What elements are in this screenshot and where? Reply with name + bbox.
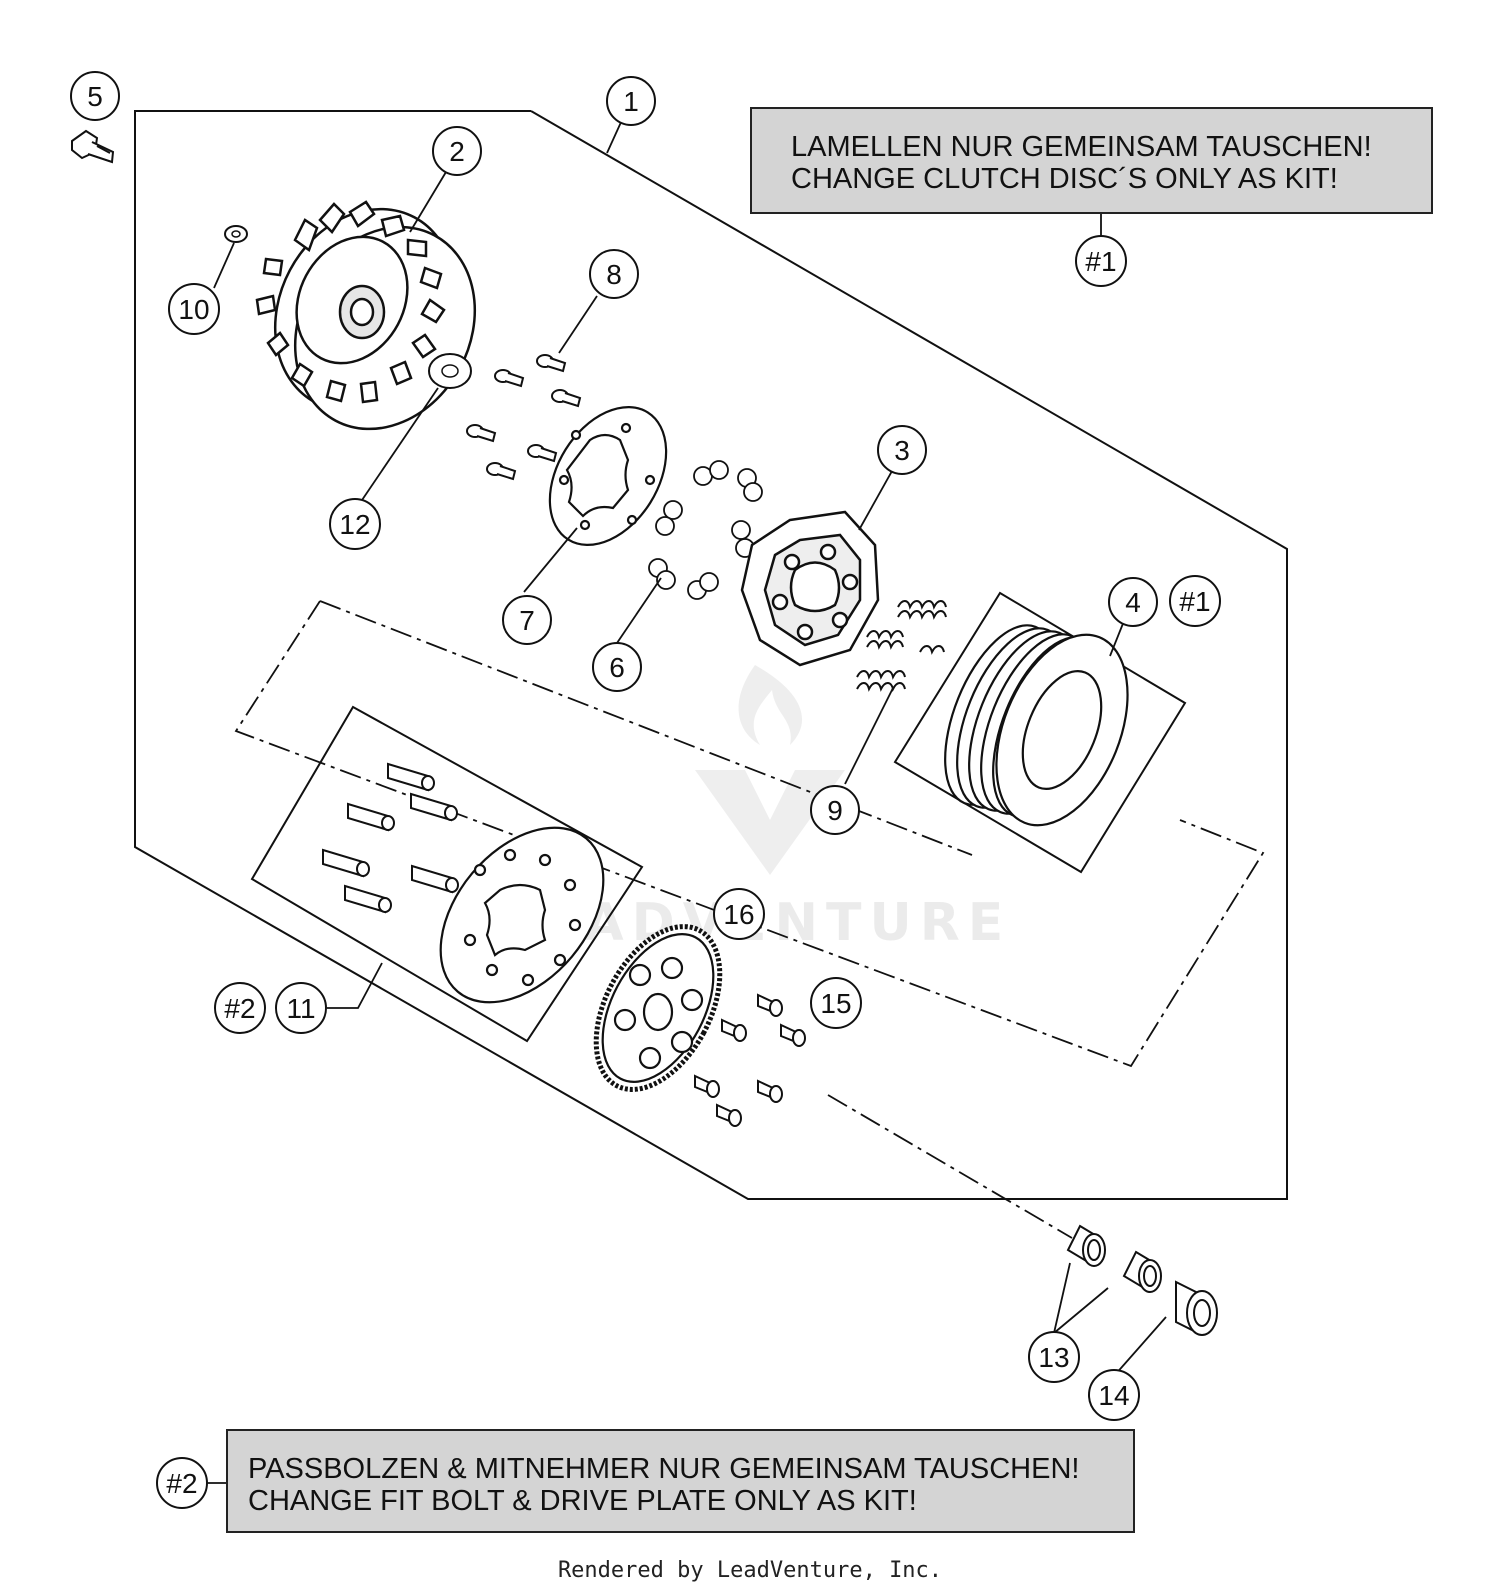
leader-lines: [206, 119, 1167, 1484]
callout-10-label: 10: [178, 294, 209, 325]
callout-ref2b-label: #2: [166, 1468, 197, 1499]
callout-8: 8: [589, 249, 639, 299]
assembly-outline-dashed: [234, 600, 1265, 1068]
callout-12-label: 12: [339, 509, 370, 540]
inner-clutch-hub-part-3: [740, 510, 880, 667]
primary-gear-part-16: [593, 924, 723, 1092]
callout-ref2b: #2: [156, 1457, 208, 1509]
callout-8-label: 8: [606, 259, 622, 290]
assembly-dashed-line-a: [319, 600, 973, 856]
callout-1-label: 1: [623, 86, 639, 117]
callout-9: 9: [810, 785, 860, 835]
callout-13-label: 13: [1038, 1342, 1069, 1373]
callout-10: 10: [168, 283, 220, 335]
callout-5: 5: [70, 71, 120, 121]
needle-bearings-part-13: [1066, 1224, 1162, 1293]
kit-note-fit-bolt-line1: PASSBOLZEN & MITNEHMER NUR GEMEINSAM TAU…: [248, 1453, 1080, 1485]
kit-note-clutch-discs-line1: LAMELLEN NUR GEMEINSAM TAUSCHEN!: [791, 131, 1372, 163]
callout-11-label: 11: [286, 993, 315, 1024]
callout-2-label: 2: [449, 136, 465, 167]
callout-ref1a: #1: [1075, 235, 1127, 287]
callout-ref2a: #2: [214, 982, 266, 1034]
callout-3: 3: [877, 425, 927, 475]
callout-group: 1 2 3 4 #1 5 6 7 8 9 10 12 16 15 #2 11 #…: [70, 71, 1221, 1509]
bolt-part-5: [71, 129, 115, 164]
screws-part-15: [694, 993, 806, 1127]
callout-ref2a-label: #2: [224, 993, 255, 1024]
kit-note-fit-bolt-line2: CHANGE FIT BOLT & DRIVE PLATE ONLY AS KI…: [248, 1485, 917, 1517]
callout-3-label: 3: [894, 435, 910, 466]
callout-5-label: 5: [87, 81, 103, 112]
drive-plate-box: [250, 705, 644, 1043]
callout-1: 1: [606, 76, 656, 126]
callout-14-label: 14: [1098, 1380, 1129, 1411]
axis-dashed-line: [827, 1094, 1073, 1239]
washer-part-12: [428, 353, 472, 389]
callout-6: 6: [592, 642, 642, 692]
kit-note-clutch-discs-line2: CHANGE CLUTCH DISC´S ONLY AS KIT!: [791, 163, 1338, 195]
kit-note-clutch-discs: LAMELLEN NUR GEMEINSAM TAUSCHEN! CHANGE …: [750, 107, 1433, 214]
callout-4-label: 4: [1125, 587, 1141, 618]
pressure-plate-part-7: [548, 405, 668, 547]
outer-clutch-basket-part-2: [255, 200, 477, 431]
balls-part-6: [648, 460, 763, 600]
callout-7-label: 7: [519, 605, 535, 636]
callout-6-label: 6: [609, 652, 625, 683]
callout-2: 2: [432, 126, 482, 176]
kit-note-fit-bolt-drive-plate: PASSBOLZEN & MITNEHMER NUR GEMEINSAM TAU…: [226, 1429, 1135, 1533]
callout-ref1b: #1: [1169, 575, 1221, 627]
drive-plate-part-11: [439, 826, 605, 1004]
callout-12: 12: [329, 498, 381, 550]
springs-part-9: [856, 600, 947, 692]
callout-ref1b-label: #1: [1179, 586, 1210, 617]
callout-15: 15: [810, 977, 862, 1029]
callout-15-label: 15: [820, 988, 851, 1019]
callout-11: 11: [275, 982, 327, 1034]
callout-ref1a-label: #1: [1085, 246, 1116, 277]
callout-13: 13: [1028, 1331, 1080, 1383]
callout-9-label: 9: [827, 795, 843, 826]
callout-16-label: 16: [723, 899, 754, 930]
bushing-part-14: [1175, 1280, 1218, 1336]
render-credit-footer: Rendered by LeadVenture, Inc.: [557, 1558, 943, 1583]
callout-16: 16: [713, 888, 765, 940]
callout-4: 4: [1108, 577, 1158, 627]
callout-7: 7: [502, 595, 552, 645]
clutch-disc-pack-part-4: [944, 624, 1129, 827]
bolts-part-8: [466, 354, 582, 481]
fit-bolts-part-11: [322, 762, 459, 914]
kit-outline-1: [134, 110, 1288, 1200]
callout-14: 14: [1088, 1369, 1140, 1421]
